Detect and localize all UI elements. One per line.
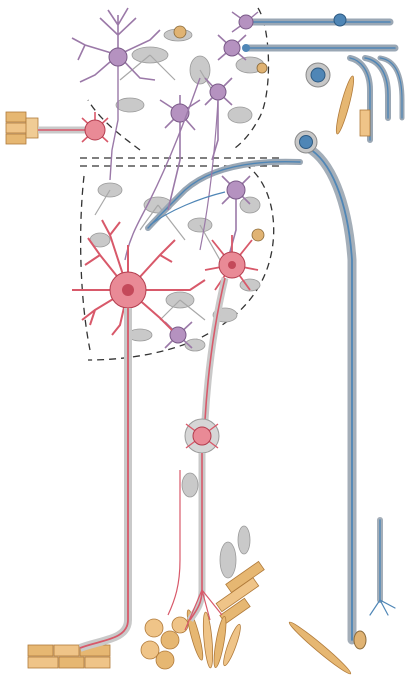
sensory-neuron-icon xyxy=(300,136,313,149)
muscle-block-icon xyxy=(59,657,84,668)
axon xyxy=(110,60,118,180)
interneuron-large-tree xyxy=(72,8,160,180)
interneuron-stellate-3 xyxy=(218,35,246,60)
muscle-cell xyxy=(172,617,188,633)
muscle-block-bottom-left xyxy=(28,645,110,668)
muscle-cell xyxy=(156,651,174,669)
muscle-cells-bottom xyxy=(141,617,188,669)
interneuron-icon xyxy=(239,15,253,29)
sensory-cell-top2 xyxy=(242,44,250,52)
interneuron-stellate-2 xyxy=(205,78,232,160)
interneuron-icon xyxy=(224,40,240,56)
muscle-cell xyxy=(161,631,179,649)
smooth-muscle-cell xyxy=(202,612,215,668)
motor-neuron-icon xyxy=(85,120,105,140)
muscle-block-icon xyxy=(85,657,110,668)
motor-axon-medium-sheath xyxy=(205,278,225,420)
motor-neuron-icon xyxy=(193,427,211,445)
sensory-fiber-long xyxy=(308,148,352,640)
small-cell-body xyxy=(174,26,186,38)
glial-cell xyxy=(116,98,144,112)
glial-cell xyxy=(220,542,236,578)
muscle-block-left xyxy=(6,112,38,144)
muscle-tissue xyxy=(6,75,370,677)
glial-cell xyxy=(228,107,252,123)
muscle-block-icon xyxy=(6,112,26,122)
muscle-cell xyxy=(141,641,159,659)
sensory-neuron-icon xyxy=(311,68,325,82)
secondary-motor-fiber xyxy=(168,470,180,615)
muscle-block-icon xyxy=(6,123,28,133)
glial-cell xyxy=(182,473,198,497)
interneuron-icon xyxy=(171,104,189,122)
muscle-block-icon xyxy=(26,118,38,138)
sensory-cell-top xyxy=(334,14,346,26)
muscle-block-icon xyxy=(6,134,26,144)
interneuron-icon xyxy=(210,84,226,100)
muscle-spindle-core xyxy=(360,110,370,136)
sensory-fiber-central xyxy=(148,162,300,228)
muscle-block-icon xyxy=(28,645,53,656)
ganglion-neuron xyxy=(185,419,219,453)
small-cell-body xyxy=(257,63,267,73)
muscle-spindle xyxy=(287,619,353,677)
glial-cell xyxy=(240,197,260,213)
glial-process xyxy=(140,205,220,260)
muscle-spindle xyxy=(333,75,356,135)
interneuron-icon xyxy=(109,48,127,66)
motor-neuron-nucleus xyxy=(122,284,134,296)
motor-neuron-nucleus xyxy=(228,261,236,269)
muscle-block-icon xyxy=(54,645,79,656)
sensory-receptor-bulb xyxy=(354,631,366,649)
muscle-cell xyxy=(145,619,163,637)
small-cell-body xyxy=(252,229,264,241)
glial-cell xyxy=(238,526,250,554)
boundary-upper-curve xyxy=(232,8,269,150)
muscle-block-icon xyxy=(28,657,58,668)
sensory-terminal xyxy=(370,600,395,615)
motor-neuron-left xyxy=(38,112,108,142)
interneuron-icon xyxy=(227,181,245,199)
